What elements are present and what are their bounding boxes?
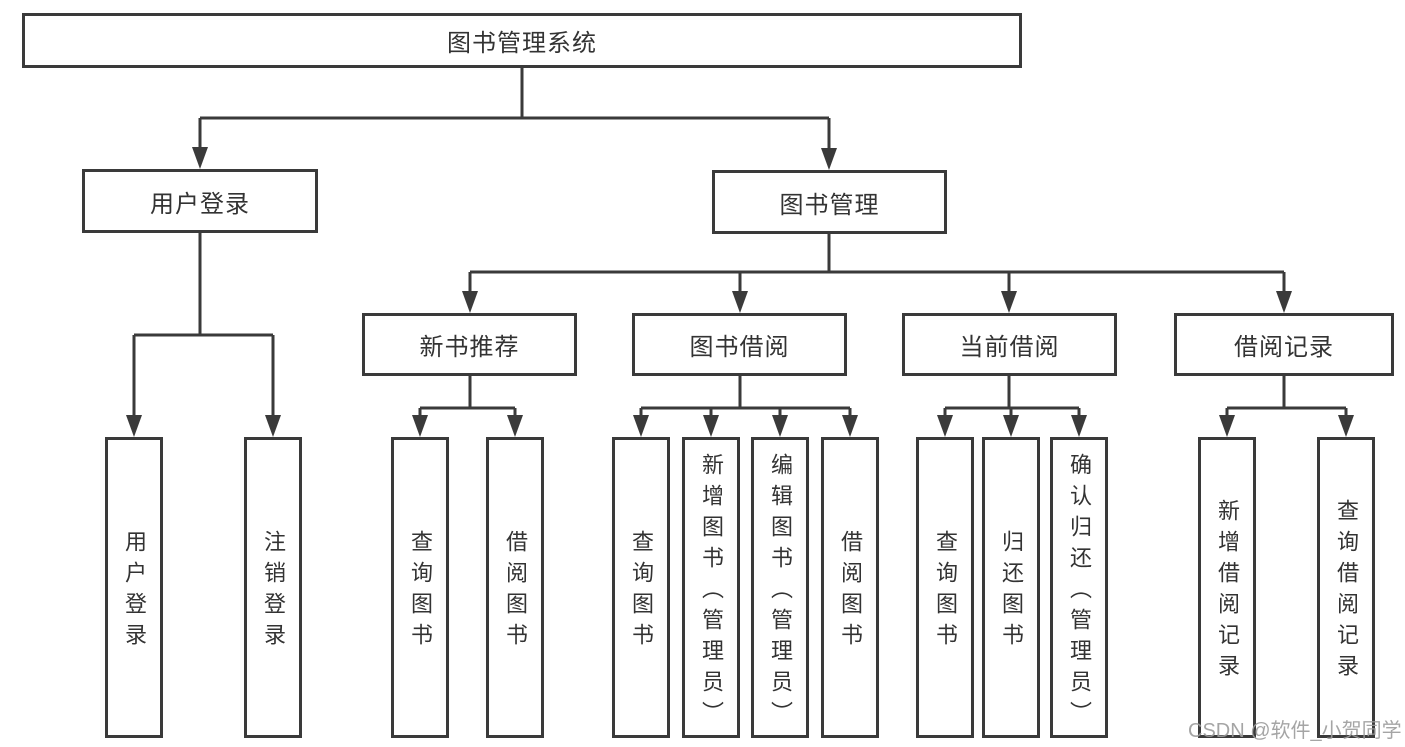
leaf-user-login: 用户登录 (105, 437, 163, 738)
leaf-query-borrow-record: 查询借阅记录 (1317, 437, 1375, 738)
node-label: 借阅图书 (503, 530, 528, 654)
node-label: 图书借阅 (689, 334, 790, 361)
node-current-borrow: 当前借阅 (902, 313, 1117, 376)
node-label: 借阅图书 (838, 530, 863, 654)
leaf-add-borrow-record: 新增借阅记录 (1198, 437, 1256, 738)
node-new-book-recommend: 新书推荐 (362, 313, 577, 376)
node-label: 查询图书 (933, 530, 958, 654)
watermark: CSDN @软件_小贺同学 (1188, 720, 1402, 742)
node-label: 确认归还（管理员） (1067, 452, 1092, 732)
node-borrow-record: 借阅记录 (1174, 313, 1394, 376)
leaf-query-books: 查询图书 (612, 437, 670, 738)
node-label: 新增借阅记录 (1215, 499, 1240, 685)
node-label: 新增图书（管理员） (699, 452, 724, 732)
node-label: 注销登录 (261, 530, 286, 654)
node-label: 编辑图书（管理员） (768, 452, 793, 732)
leaf-return-books: 归还图书 (982, 437, 1040, 738)
leaf-query-books: 查询图书 (916, 437, 974, 738)
node-label: 当前借阅 (959, 334, 1060, 361)
node-root-system: 图书管理系统 (22, 13, 1022, 68)
node-user-login: 用户登录 (82, 169, 318, 233)
node-label: 用户登录 (150, 190, 250, 218)
node-label: 归还图书 (999, 530, 1024, 654)
leaf-edit-books-admin: 编辑图书（管理员） (751, 437, 809, 738)
leaf-borrow-books: 借阅图书 (486, 437, 544, 738)
node-book-management: 图书管理 (712, 170, 947, 234)
node-label: 查询图书 (629, 530, 654, 654)
leaf-borrow-books: 借阅图书 (821, 437, 879, 738)
leaf-confirm-return-admin: 确认归还（管理员） (1050, 437, 1108, 738)
node-label: 图书管理 (779, 191, 880, 219)
node-label: 图书管理系统 (447, 30, 597, 57)
node-label: 用户登录 (122, 530, 147, 654)
leaf-add-books-admin: 新增图书（管理员） (682, 437, 740, 738)
node-label: 查询借阅记录 (1334, 499, 1359, 685)
node-label: 查询图书 (408, 530, 433, 654)
leaf-query-books: 查询图书 (391, 437, 449, 738)
node-book-borrow: 图书借阅 (632, 313, 847, 376)
node-label: 借阅记录 (1234, 334, 1334, 361)
leaf-logout: 注销登录 (244, 437, 302, 738)
node-label: 新书推荐 (419, 334, 520, 361)
